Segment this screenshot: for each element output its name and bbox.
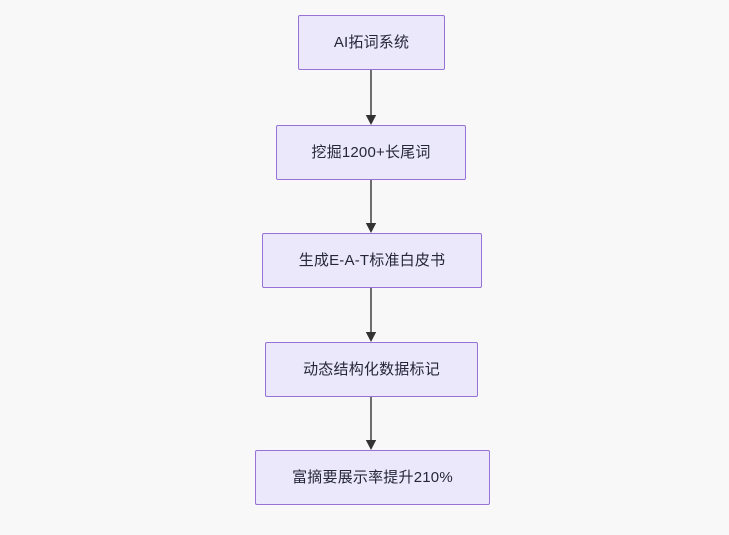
flowchart-node-5[interactable]: 富摘要展示率提升210% — [255, 450, 490, 505]
flowchart-node-1-label: AI拓词系统 — [333, 34, 410, 51]
edge-n4-n5 — [364, 397, 378, 450]
edge-n2-n3 — [364, 180, 378, 233]
flowchart-node-2[interactable]: 挖掘1200+长尾词 — [276, 125, 466, 180]
flowchart-node-3-label: 生成E-A-T标准白皮书 — [298, 252, 446, 269]
edge-n1-n2 — [364, 70, 378, 125]
flowchart-node-2-label: 挖掘1200+长尾词 — [311, 144, 431, 161]
flowchart-node-3[interactable]: 生成E-A-T标准白皮书 — [262, 233, 482, 288]
flowchart-node-4-label: 动态结构化数据标记 — [303, 361, 440, 378]
flowchart-node-4[interactable]: 动态结构化数据标记 — [265, 342, 478, 397]
flowchart-node-5-label: 富摘要展示率提升210% — [292, 469, 453, 486]
flowchart-node-1[interactable]: AI拓词系统 — [298, 15, 445, 70]
edge-n3-n4 — [364, 288, 378, 342]
